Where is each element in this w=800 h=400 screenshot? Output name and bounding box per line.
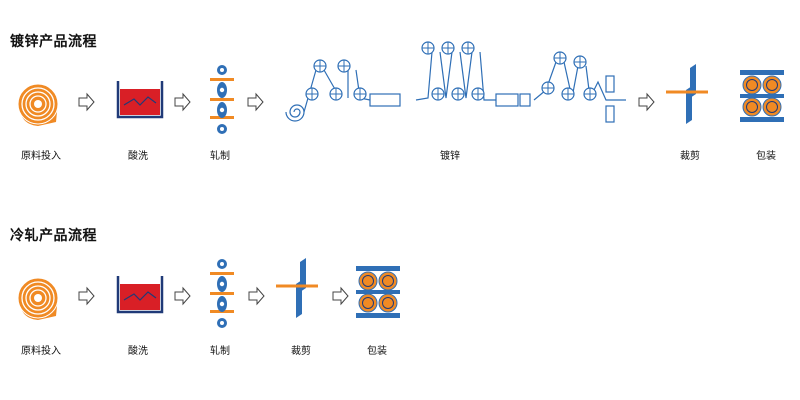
- step-label-raw-material: 原料投入: [21, 151, 61, 162]
- coil-icon: [17, 277, 59, 321]
- cutting-icon: [274, 256, 320, 320]
- arrow-icon: [248, 287, 265, 305]
- arrow-icon: [174, 93, 191, 111]
- rolling-mill-icon: [210, 65, 234, 134]
- arrow-icon: [638, 93, 655, 111]
- arrow-icon: [332, 287, 349, 305]
- arrow-icon: [78, 287, 95, 305]
- step-label-rolling: 轧制: [210, 346, 230, 357]
- arrow-icon: [78, 93, 95, 111]
- step-label-pickling: 酸洗: [128, 151, 148, 162]
- step-label-cutting: 裁剪: [291, 346, 311, 357]
- pickling-tank-icon: [116, 79, 164, 119]
- galvanizing-line-icon: [285, 51, 626, 123]
- packaging-icon: [355, 265, 401, 319]
- cutting-icon: [664, 62, 710, 126]
- step-label-packaging: 包装: [367, 346, 387, 357]
- packaging-icon: [739, 69, 785, 123]
- step-label-raw-material: 原料投入: [21, 346, 61, 357]
- rolling-mill-icon: [210, 259, 234, 328]
- arrow-icon: [174, 287, 191, 305]
- pickling-tank-icon: [116, 274, 164, 314]
- step-label-pickling: 酸洗: [128, 346, 148, 357]
- coil-icon: [17, 83, 59, 127]
- step-label-cutting: 裁剪: [680, 151, 700, 162]
- arrow-icon: [247, 93, 264, 111]
- section-title-galvanized: 镀锌产品流程: [10, 34, 97, 50]
- step-label-galvanizing: 镀锌: [440, 151, 460, 162]
- step-label-rolling: 轧制: [210, 151, 230, 162]
- section-title-cold-rolled: 冷轧产品流程: [10, 228, 97, 244]
- step-label-packaging: 包装: [756, 151, 776, 162]
